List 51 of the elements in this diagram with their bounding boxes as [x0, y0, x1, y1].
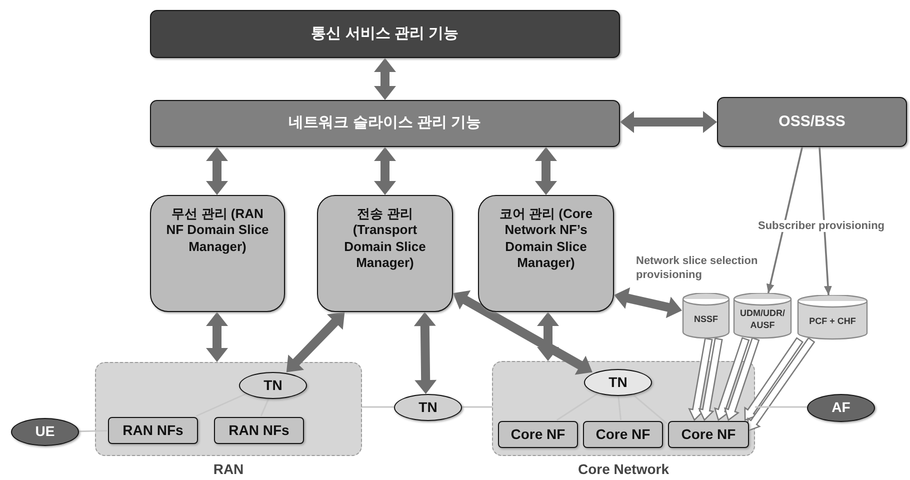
region-label: RAN — [212, 461, 245, 477]
manager-box: 무선 관리 (RAN NF Domain Slice Manager) — [150, 195, 285, 312]
connector-line — [556, 392, 600, 421]
function-box: Core NF — [583, 421, 663, 448]
connector-line — [78, 430, 108, 432]
system-box: OSS/BSS — [717, 97, 907, 147]
connector-line — [631, 393, 668, 424]
hollow-arrow — [688, 338, 713, 422]
function-box: 네트워크 슬라이스 관리 기능 — [150, 100, 620, 147]
double-arrow — [206, 312, 228, 362]
hollow-arrow — [724, 337, 760, 422]
hollow-arrow — [744, 337, 804, 421]
edge-label: Network slice selection provisioning — [636, 254, 759, 283]
double-arrow — [614, 287, 682, 318]
region-label: Core Network — [576, 461, 670, 477]
connector-line — [260, 398, 270, 416]
double-arrow — [414, 312, 437, 394]
hollow-arrow — [698, 338, 723, 422]
double-arrow — [206, 147, 228, 195]
database-cylinder: NSSF — [682, 293, 730, 339]
double-arrow — [374, 147, 396, 195]
hollow-arrow — [747, 337, 816, 432]
function-box: RAN NFs — [214, 417, 304, 444]
tn-ellipse: TN — [394, 394, 462, 421]
connector-line — [196, 392, 247, 417]
function-box: Core NF — [668, 421, 749, 448]
function-box: Core NF — [498, 421, 578, 448]
function-box: RAN NFs — [108, 417, 198, 444]
double-arrow — [286, 312, 345, 372]
double-arrow — [453, 290, 592, 375]
tn-ellipse: TN — [239, 372, 307, 399]
double-arrow — [535, 147, 557, 195]
connector-line — [618, 394, 622, 420]
connector-line — [462, 406, 492, 408]
manager-box: 코어 관리 (Core Network NF’s Domain Slice Manager) — [478, 195, 614, 312]
manager-box: 전송 관리 (Transport Domain Slice Manager) — [317, 195, 453, 312]
note-label: Subscriber provisioning — [757, 220, 886, 232]
arrow — [818, 146, 832, 296]
tn-ellipse: TN — [584, 369, 652, 396]
hollow-arrow — [714, 337, 750, 422]
double-arrow — [620, 111, 717, 133]
connector-line — [755, 406, 808, 408]
ue-ellipse: UE — [11, 418, 79, 446]
double-arrow — [537, 312, 559, 361]
connector-line — [362, 406, 394, 408]
function-box: 통신 서비스 관리 기능 — [150, 10, 620, 58]
arrow — [766, 146, 804, 294]
double-arrow — [374, 58, 396, 100]
database-cylinder: PCF + CHF — [797, 295, 868, 340]
database-cylinder: UDM/UDR/ AUSF — [733, 293, 792, 339]
af-ellipse: AF — [807, 394, 875, 422]
